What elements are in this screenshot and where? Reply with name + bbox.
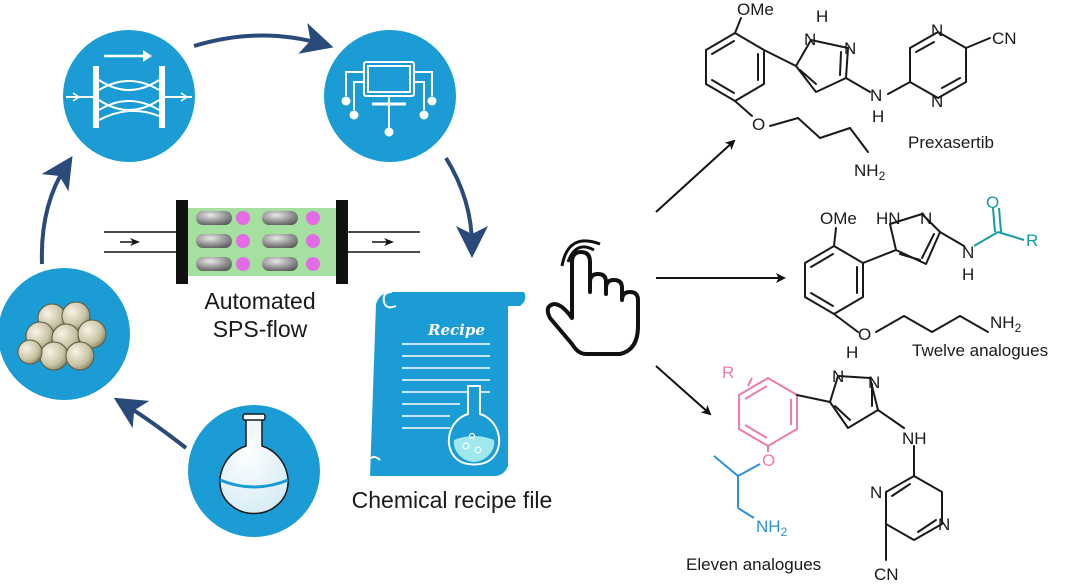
atom-label: N xyxy=(870,483,882,502)
atom-label: O xyxy=(752,115,765,134)
molecule-eleven-analogues: R O H N N NH NH2 N N CN Eleven analogues xyxy=(686,343,950,584)
computer-network-icon xyxy=(341,61,437,137)
atom-label: R xyxy=(1026,231,1038,250)
output-arrows xyxy=(655,139,786,416)
atom-label: NH2 xyxy=(756,517,788,539)
atom-label: H xyxy=(816,7,828,26)
resin-beads-node xyxy=(0,268,130,400)
flow-reactor-node xyxy=(63,30,195,162)
recipe-scroll: Recipe Chemical recipe file xyxy=(352,291,553,513)
sps-flow-label-line2: SPS-flow xyxy=(213,316,308,342)
sps-flow-column: Automated SPS-flow xyxy=(104,200,420,342)
atom-label: HN xyxy=(876,209,901,228)
cycle-arrow-right xyxy=(444,156,488,258)
flow-reactor-icon xyxy=(66,50,192,128)
atom-label: O xyxy=(858,325,871,344)
resin-with-peptide xyxy=(196,211,320,271)
atom-label: H xyxy=(846,343,858,362)
molecule-name-twelve: Twelve analogues xyxy=(912,341,1048,360)
atom-label: N xyxy=(832,367,844,386)
atom-label: NH2 xyxy=(990,313,1022,335)
atom-label: H xyxy=(962,265,974,284)
molecule-name-prexasertib: Prexasertib xyxy=(908,133,994,152)
atom-label: NH2 xyxy=(854,161,886,183)
atom-label: N xyxy=(931,21,943,40)
atom-label: OMe xyxy=(820,209,857,228)
arrow-to-eleven xyxy=(655,365,712,416)
atom-label: OMe xyxy=(737,0,774,19)
round-bottom-flask-icon xyxy=(219,413,289,515)
atom-label: N xyxy=(844,39,856,58)
flask-node xyxy=(188,405,320,537)
computer-node xyxy=(324,30,456,162)
atom-label: O xyxy=(986,193,999,212)
atom-label: R xyxy=(722,363,734,382)
atom-label: N xyxy=(870,86,882,105)
atom-label: N xyxy=(938,515,950,534)
molecule-prexasertib: OMe H N N N H N N CN O NH2 Prexasertib xyxy=(705,0,1017,183)
atom-label: N xyxy=(962,243,974,262)
atom-label: N xyxy=(931,92,943,111)
molecule-name-eleven: Eleven analogues xyxy=(686,555,821,574)
atom-label: NH xyxy=(902,429,927,448)
recipe-caption: Chemical recipe file xyxy=(352,487,553,513)
atom-label: H xyxy=(872,107,884,126)
atom-label: O xyxy=(762,451,775,470)
cycle-arrows xyxy=(39,23,488,450)
cycle-arrow-top xyxy=(193,23,334,54)
cycle-arrow-bottom xyxy=(113,397,188,450)
recipe-flask-icon xyxy=(448,385,500,466)
pointing-hand-icon xyxy=(545,239,640,356)
resin-beads-icon xyxy=(17,301,107,371)
recipe-title: Recipe xyxy=(427,321,485,339)
sps-flow-label-line1: Automated xyxy=(204,288,315,314)
arrow-to-prexasertib xyxy=(655,139,736,213)
atom-label: N xyxy=(868,373,880,392)
atom-label: CN xyxy=(874,565,899,584)
atom-label: N xyxy=(804,30,816,49)
molecule-twelve-analogues: OMe HN N N H O R O NH2 Twelve analogues xyxy=(804,193,1048,360)
atom-label: CN xyxy=(992,29,1017,48)
atom-label: N xyxy=(920,209,932,228)
cycle-arrow-left xyxy=(39,155,73,265)
